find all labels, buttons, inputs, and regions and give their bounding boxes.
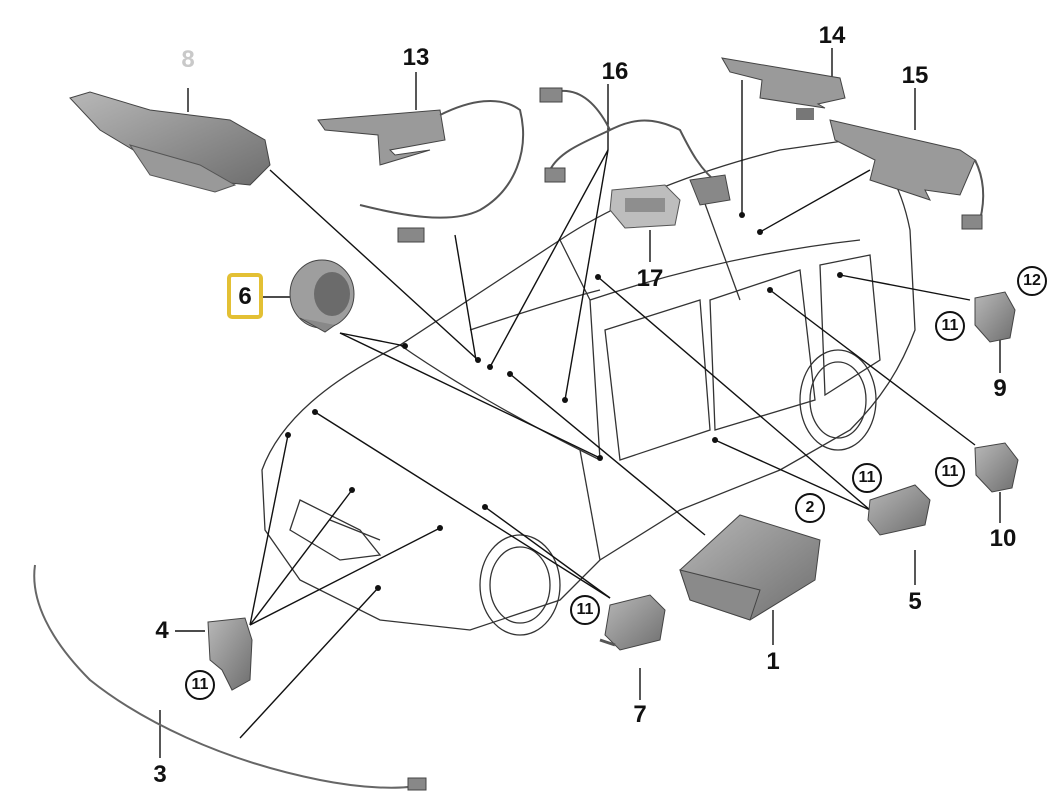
callout-9: 9 xyxy=(993,375,1007,402)
part-6-driver-airbag xyxy=(289,259,355,333)
part-14-harness-mat xyxy=(721,57,846,120)
circled-callout-11-part-9: 11 xyxy=(935,311,965,341)
callout-17: 17 xyxy=(636,265,664,292)
callout-4: 4 xyxy=(155,617,169,644)
callout-8: 8 xyxy=(181,46,195,73)
callout-5: 5 xyxy=(908,588,922,615)
part-1-control-unit xyxy=(679,514,821,621)
part-5-sensor xyxy=(867,484,931,536)
part-10-sensor xyxy=(974,442,1019,493)
circled-callout-11-part-4: 11 xyxy=(185,670,215,700)
part-7-sensor xyxy=(599,594,666,651)
circled-callout-12: 12 xyxy=(1017,266,1047,296)
part-6-highlight-frame xyxy=(227,273,263,319)
callout-15: 15 xyxy=(901,62,929,89)
callout-3: 3 xyxy=(153,761,167,788)
leader-lines xyxy=(159,48,1001,758)
vehicle-outline xyxy=(261,139,916,636)
circled-callout-11-part-5: 11 xyxy=(852,463,882,493)
part-9-sensor xyxy=(974,291,1016,343)
circled-callout-11-part-10: 11 xyxy=(935,457,965,487)
callout-16: 16 xyxy=(601,58,629,85)
part-16-wiring-harness xyxy=(539,87,731,206)
callout-6: 6 xyxy=(238,283,252,310)
circled-callout-11-part-7: 11 xyxy=(570,595,600,625)
callout-7: 7 xyxy=(633,701,647,728)
part-13-wiring-harness xyxy=(317,99,524,243)
part-17-module xyxy=(609,184,681,229)
part-4-sensor xyxy=(207,617,253,691)
callout-14: 14 xyxy=(818,22,846,49)
circled-callout-2: 2 xyxy=(795,493,825,523)
part-15-harness-mat xyxy=(829,119,985,230)
part-3-cable xyxy=(33,564,427,791)
part-8-passenger-airbag xyxy=(69,91,271,193)
anchor-dots xyxy=(285,212,843,591)
callout-13: 13 xyxy=(402,44,430,71)
callout-1: 1 xyxy=(766,648,780,675)
callout-10: 10 xyxy=(989,525,1017,552)
